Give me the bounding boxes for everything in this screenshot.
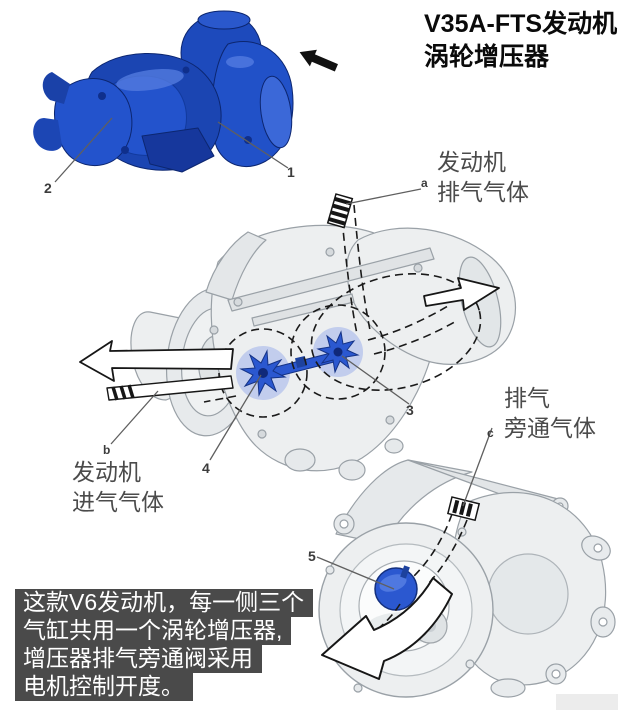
turbine-shaft-assembly [236, 327, 363, 400]
callout-key-c: c [487, 426, 494, 440]
caption-line-3: 增压器排气旁通阀采用 [15, 645, 262, 673]
part-number-5: 5 [308, 548, 316, 564]
caption-line-1: 这款V6发动机，每一侧三个 [15, 589, 314, 617]
part-number-3: 3 [406, 402, 414, 418]
exhaust-in-cut-marker-icon [326, 193, 354, 229]
title-line-1: V35A-FTS发动机 [424, 10, 618, 38]
bypass-out-arrow-icon [321, 577, 453, 680]
part-number-4: 4 [202, 460, 210, 476]
exhaust-out-arrow-icon [423, 277, 500, 311]
part-number-2: 2 [44, 180, 52, 196]
part-number-1: 1 [287, 164, 295, 180]
callout-leader-lines [54, 117, 493, 590]
callout-bypass-line1: 排气 [504, 385, 550, 411]
callout-bypass-line2: 旁通气体 [504, 415, 596, 441]
figure-title: V35A-FTS发动机 涡轮增压器 [424, 8, 617, 74]
blue-turbocharger-illustration [33, 10, 294, 173]
callout-exhaust-in-line2: 排气气体 [437, 179, 529, 205]
caption-box: 这款V6发动机，每一侧三个 气缸共用一个涡轮增压器, 增压器排气旁通阀采用 电机… [15, 589, 314, 701]
pointer-arrow-icon [299, 49, 338, 72]
callout-intake-line1: 发动机 [72, 459, 141, 485]
flow-arrows-middle [79, 277, 500, 401]
wastegate-valve [374, 565, 418, 611]
caption-line-2: 气缸共用一个涡轮增压器, [15, 617, 292, 645]
bypass-cut-marker-icon [446, 496, 481, 522]
callout-bypass: 排气 旁通气体 [504, 383, 596, 443]
callout-exhaust-in-line1: 发动机 [437, 149, 506, 175]
intake-out-arrow-icon [79, 340, 234, 382]
callout-key-a: a [421, 176, 428, 190]
watermark-remnant [556, 694, 618, 710]
callout-intake-line2: 进气气体 [72, 489, 164, 515]
callout-intake: 发动机 进气气体 [72, 457, 164, 517]
intake-cut-marker-icon [111, 384, 135, 401]
callout-exhaust-in: 发动机 排气气体 [437, 147, 529, 207]
callout-key-b: b [103, 443, 111, 457]
intake-band [106, 375, 234, 401]
title-line-2: 涡轮增压器 [424, 43, 550, 71]
caption-line-4: 电机控制开度。 [15, 673, 193, 701]
